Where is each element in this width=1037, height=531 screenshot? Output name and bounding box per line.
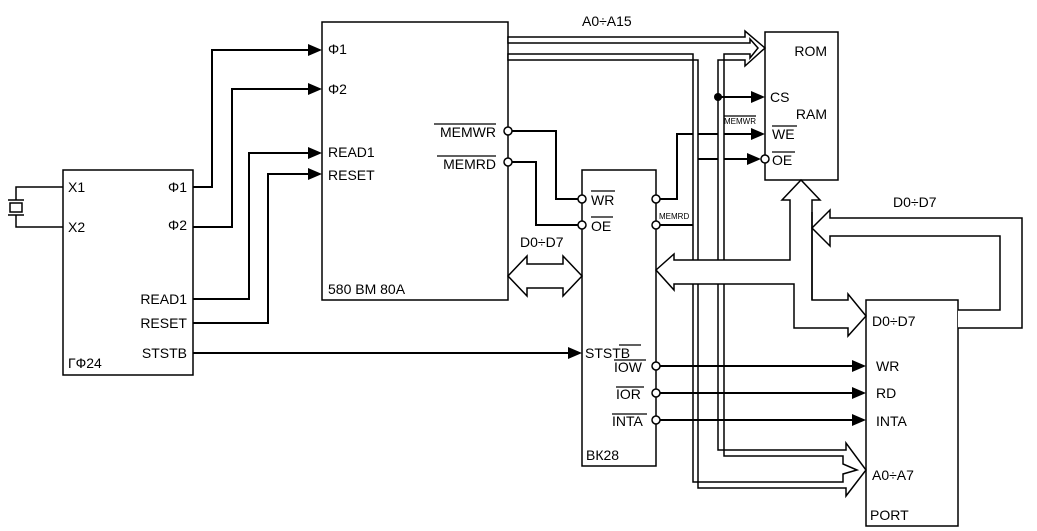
gf24-pin-x1: X1 xyxy=(68,179,85,195)
cpu-pin-reset: RESET xyxy=(328,167,375,183)
mem-pin-we: WE xyxy=(772,126,795,142)
system-controller-block: WR OE STSTB IOW IOR INTA ВК28 xyxy=(581,169,657,467)
mem-ram-label: RAM xyxy=(796,106,827,122)
cpu-pin-phi2: Φ2 xyxy=(328,81,347,97)
gf24-pin-phi1: Φ1 xyxy=(168,179,187,195)
cpu-pin-read1: READ1 xyxy=(328,144,375,160)
bk28-pin-ior: IOR xyxy=(616,386,641,402)
gf24-pin-ststb: STSTB xyxy=(142,345,187,361)
cpu-pin-memwr: MEMWR xyxy=(440,124,496,140)
wire-label-memrd: MEMRD xyxy=(659,212,689,221)
bk28-pin-iow: IOW xyxy=(614,359,643,375)
gf24-name: ГФ24 xyxy=(68,355,102,371)
gf24-pin-reset: RESET xyxy=(140,315,187,331)
mem-pin-oe: OE xyxy=(772,152,792,168)
io-control-wires xyxy=(651,360,866,426)
crystal-resonator xyxy=(8,186,63,228)
bk28-pin-inta: INTA xyxy=(612,413,644,429)
we-oe-wires: MEMWR MEMRD xyxy=(651,115,770,230)
port-pin-inta: INTA xyxy=(876,413,908,429)
cpu-data-bus-label: D0÷D7 xyxy=(520,234,564,250)
clock-generator-block: X1 X2 Φ1 Φ2 READ1 RESET STSTB ГФ24 xyxy=(62,169,194,376)
bk28-pin-ststb: STSTB xyxy=(585,345,630,361)
bk28-name: ВК28 xyxy=(586,447,619,463)
address-bus-label: A0÷A15 xyxy=(582,13,632,29)
port-pin-address: A0÷A7 xyxy=(872,467,914,483)
wire-label-memwr: MEMWR xyxy=(724,117,756,126)
gf24-pin-phi2: Φ2 xyxy=(168,217,187,233)
system-data-bus-label: D0÷D7 xyxy=(893,194,937,210)
cpu-pin-phi1: Φ1 xyxy=(328,41,347,57)
cpu-data-bus: D0÷D7 xyxy=(506,234,584,298)
port-pin-rd: RD xyxy=(876,385,896,401)
cpu-block: Φ1 Φ2 READ1 RESET MEMWR MEMRD 580 ВМ 80А xyxy=(321,21,509,301)
port-pin-data: D0÷D7 xyxy=(872,313,916,329)
gf24-pin-read1: READ1 xyxy=(140,291,187,307)
mem-rom-label: ROM xyxy=(794,43,827,59)
bk28-pin-wr: WR xyxy=(591,192,614,208)
gf24-pin-x2: X2 xyxy=(68,219,85,235)
bk28-pin-oe: OE xyxy=(591,218,611,234)
cpu-pin-memrd: MEMRD xyxy=(443,156,496,172)
port-name: PORT xyxy=(870,507,909,523)
clock-wires xyxy=(193,44,582,359)
memory-control-wires xyxy=(503,126,587,230)
port-block: D0÷D7 WR RD INTA A0÷A7 PORT xyxy=(865,299,959,527)
system-data-bus: D0÷D7 xyxy=(654,178,1023,338)
port-pin-wr: WR xyxy=(876,358,899,374)
mem-pin-cs: CS xyxy=(770,89,789,105)
memory-block: ROM CS RAM WE OE xyxy=(764,31,839,181)
address-bus: A0÷A15 xyxy=(507,13,867,499)
cpu-name: 580 ВМ 80А xyxy=(328,281,406,297)
